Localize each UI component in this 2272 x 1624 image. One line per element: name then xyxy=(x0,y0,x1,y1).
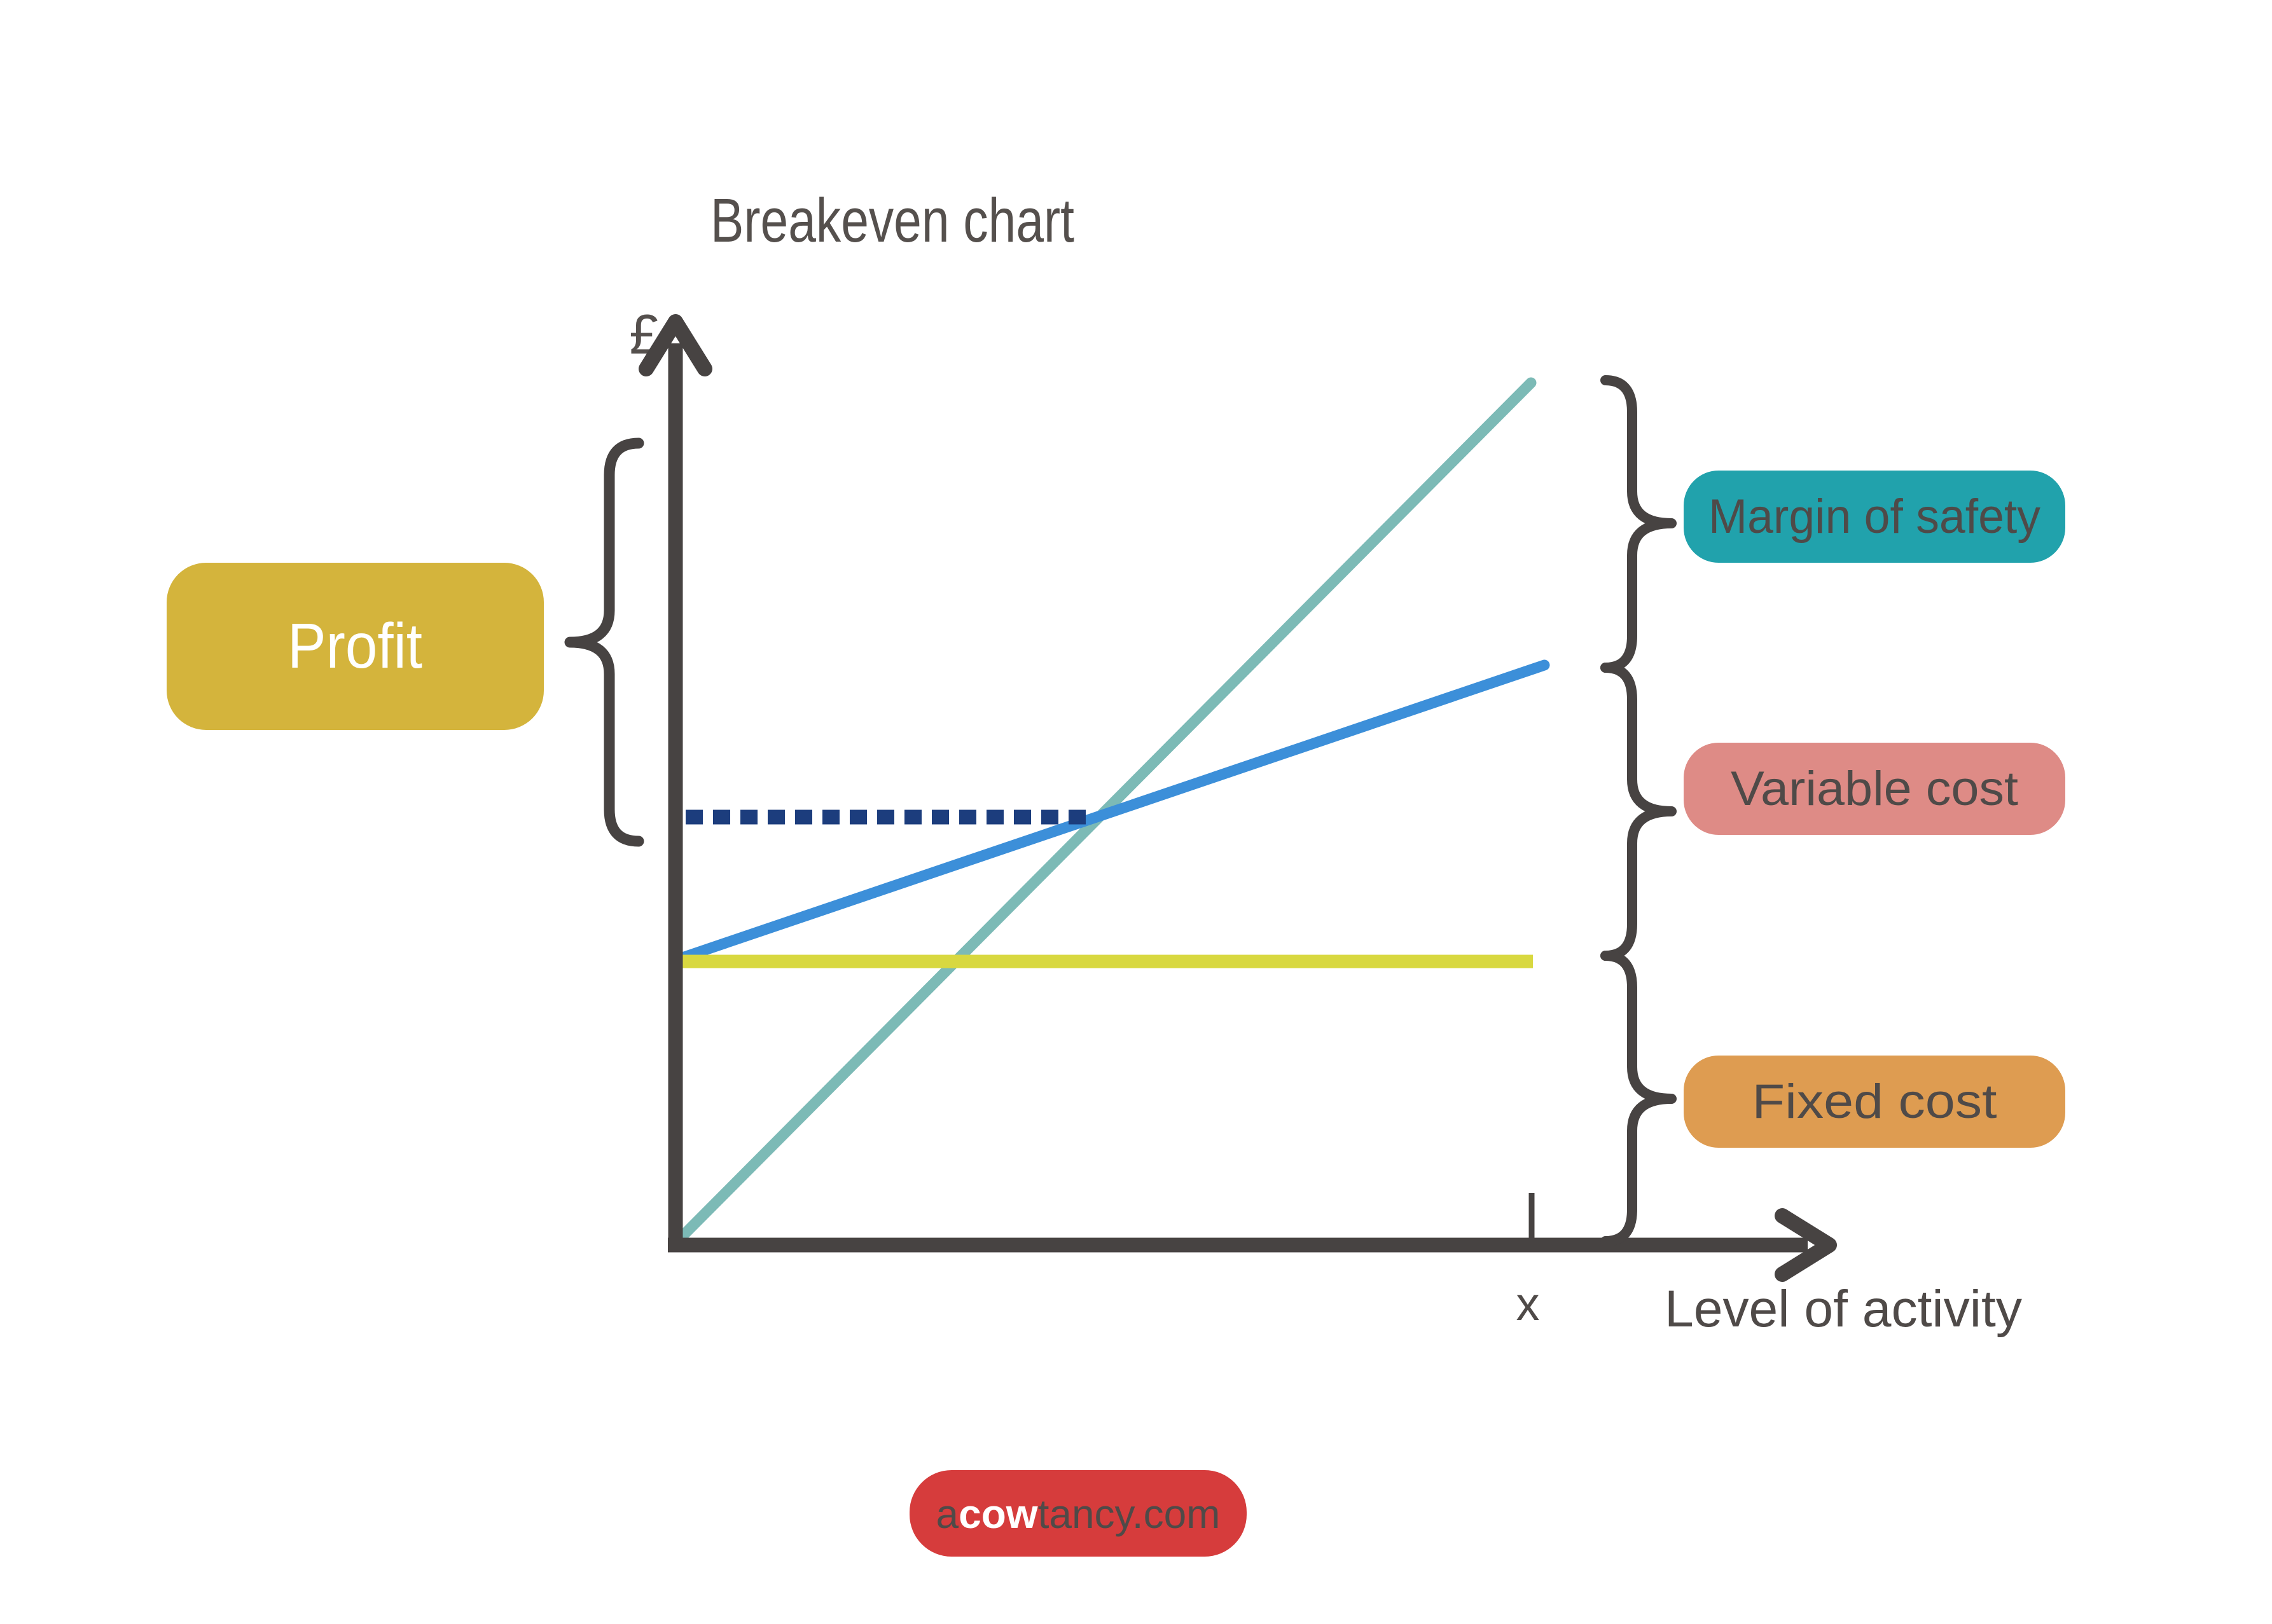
logo-text-prefix: a xyxy=(936,1491,959,1537)
x-axis-arrowhead-icon xyxy=(1775,1208,1837,1282)
profit-badge-label: Profit xyxy=(287,610,422,682)
fixed-cost-badge xyxy=(1684,1056,2065,1148)
total-cost-line xyxy=(673,659,1550,965)
variable-cost-badge xyxy=(1684,743,2065,835)
logo-text: acowtancy.com xyxy=(936,1491,1221,1537)
y-axis-arrowhead-icon xyxy=(639,314,712,376)
logo-badge xyxy=(910,1470,1247,1557)
logo-text-highlight: cow xyxy=(959,1491,1038,1537)
profit-brace xyxy=(564,437,644,847)
margin-of-safety-brace xyxy=(1600,375,1677,673)
variable-cost-badge-label: Variable cost xyxy=(1731,762,2018,816)
x-axis-label: Level of activity xyxy=(1665,1280,2022,1338)
x-tick-label: x xyxy=(1516,1277,1540,1330)
fixed-cost-brace xyxy=(1600,951,1677,1246)
chart-title: Breakeven chart xyxy=(710,186,1074,255)
variable-cost-brace xyxy=(1600,663,1677,961)
margin-of-safety-badge xyxy=(1684,471,2065,563)
profit-badge xyxy=(167,563,544,730)
logo-text-suffix: tancy.com xyxy=(1038,1491,1221,1537)
fixed-cost-badge-label: Fixed cost xyxy=(1752,1075,1997,1129)
margin-of-safety-badge-label: Margin of safety xyxy=(1708,490,2040,544)
